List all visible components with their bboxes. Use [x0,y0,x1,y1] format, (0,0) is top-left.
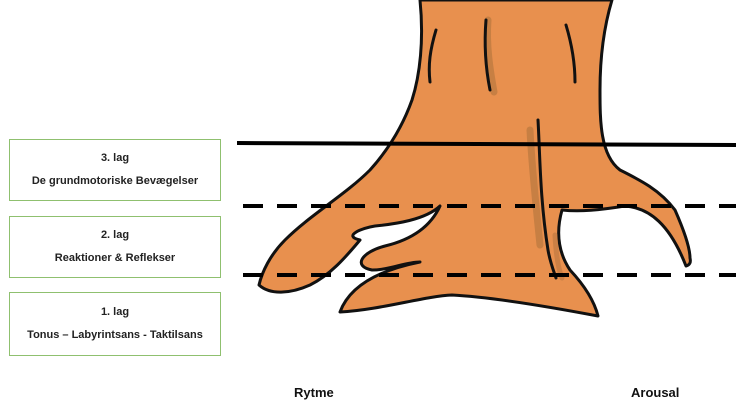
tree-trunk-icon [259,0,690,316]
layer-1-number: 1. lag [101,306,129,319]
layer-3-number: 3. lag [101,152,129,165]
tree-trunk-shape [259,0,690,316]
layer-2-title: Reaktioner & Reflekser [55,252,175,265]
layer-2-number: 2. lag [101,229,129,242]
layer-2-box: 2. lag Reaktioner & Reflekser [9,216,221,278]
arousal-label: Arousal [631,385,679,400]
layer-1-title: Tonus – Labyrintsans - Taktilsans [27,329,203,342]
layer-3-title: De grundmotoriske Bevægelser [32,175,198,188]
layer-1-box: 1. lag Tonus – Labyrintsans - Taktilsans [9,292,221,356]
rytme-label: Rytme [294,385,334,400]
layer-3-box: 3. lag De grundmotoriske Bevægelser [9,139,221,201]
layer-divider-solid [237,143,736,145]
